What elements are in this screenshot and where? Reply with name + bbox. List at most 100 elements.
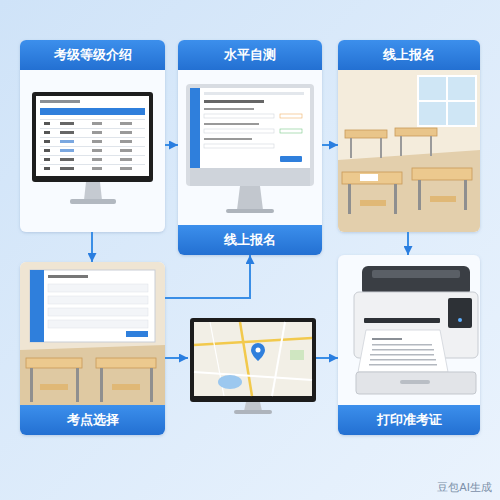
step-panel: 打印准考证: [338, 255, 480, 435]
classroom-screen-picture-part: [30, 368, 33, 402]
monitor-table-part: [40, 137, 145, 138]
classroom-screen-picture-part: [26, 358, 82, 368]
monitor-table: [32, 92, 153, 204]
monitor-table-part: [44, 167, 50, 170]
classroom-screen-picture-part: [48, 284, 148, 292]
step-panel: 考级等级介绍: [20, 40, 165, 232]
classroom-picture-part: [350, 138, 352, 158]
monitor-table-part: [60, 131, 74, 134]
monitor-form-part: [204, 108, 254, 110]
monitor-table-part: [120, 158, 132, 161]
classroom-picture-part: [430, 196, 456, 202]
classroom-picture-part: [418, 180, 421, 210]
watermark: 豆包AI生成: [437, 480, 492, 495]
classroom-screen-picture-part: [30, 270, 44, 342]
classroom-picture-part: [418, 76, 476, 126]
monitor-table-part: [40, 164, 145, 165]
classroom-picture-part: [430, 136, 432, 156]
monitor-table-part: [44, 131, 50, 134]
monitor-table-part: [92, 158, 102, 161]
printer-picture-part: [358, 330, 448, 372]
classroom-picture-part: [338, 60, 480, 232]
monitor-map-part: [251, 343, 265, 361]
screen-node: [188, 315, 316, 415]
panel-grounds-part: [20, 40, 165, 232]
monitor-table-part: [60, 140, 74, 143]
monitor-table-part: [70, 199, 116, 204]
flow-arrow: [316, 357, 338, 359]
step-title: 考点选择: [20, 405, 165, 435]
monitor-table-part: [36, 96, 149, 176]
panel-grounds-part: [20, 262, 165, 435]
classroom-screen-picture-part: [30, 270, 155, 342]
printer-picture-part: [372, 270, 460, 278]
step-panel: 线上报名: [338, 40, 480, 232]
classroom-picture-part: [348, 184, 351, 214]
classroom-screen-picture-part: [48, 296, 148, 304]
flow-arrow: [407, 232, 409, 255]
monitor-table-part: [120, 122, 132, 125]
monitor-map-part: [190, 318, 316, 402]
classroom-screen-picture-part: [20, 262, 165, 422]
classroom-screen-picture: [20, 262, 165, 422]
monitor-table-part: [40, 100, 80, 103]
monitor-form-part: [204, 92, 304, 95]
classroom-picture-part: [395, 128, 437, 136]
monitor-table-part: [40, 155, 145, 156]
monitor-table-part: [120, 167, 132, 170]
action-band: 线上报名: [178, 225, 322, 255]
monitor-form-part: [204, 144, 274, 148]
classroom-picture-part: [345, 130, 387, 138]
panel-grounds-part: [338, 40, 480, 232]
classroom-picture-part: [360, 174, 378, 181]
classroom-screen-picture-part: [100, 368, 103, 402]
monitor-table-part: [32, 92, 153, 182]
classroom-screen-picture-part: [48, 308, 148, 316]
classroom-picture-part: [360, 200, 386, 206]
printer-picture-part: [356, 372, 476, 394]
classroom-picture-part: [418, 100, 476, 102]
monitor-form-part: [280, 129, 302, 133]
printer-picture-part: [372, 338, 402, 340]
flow-arrow: [165, 144, 178, 146]
monitor-map-part: [272, 322, 285, 396]
monitor-table-part: [92, 149, 102, 152]
step-title: 打印准考证: [338, 405, 480, 435]
monitor-map-part: [244, 402, 262, 411]
step-panel: 考点选择: [20, 262, 165, 435]
monitor-map: [190, 318, 316, 414]
classroom-picture-part: [342, 172, 402, 184]
printer-picture-part: [448, 298, 472, 328]
flow-arrow: [165, 357, 188, 359]
monitor-table-part: [40, 108, 145, 115]
classroom-screen-picture-part: [126, 331, 148, 337]
classroom-picture-part: [464, 180, 467, 210]
monitor-map-part: [240, 322, 252, 396]
monitor-form: [186, 84, 314, 213]
monitor-map-part: [234, 410, 272, 414]
panel-grounds: [20, 40, 480, 435]
printer-picture-part: [370, 359, 436, 361]
monitor-table-part: [120, 140, 132, 143]
monitor-form-part: [186, 84, 314, 186]
monitor-table-part: [40, 146, 145, 147]
monitor-form-part: [204, 129, 274, 133]
monitor-table-part: [92, 140, 102, 143]
monitor-table-part: [92, 167, 102, 170]
monitor-form-part: [190, 88, 310, 168]
step-title: 考级等级介绍: [20, 40, 165, 70]
monitor-map-part: [290, 350, 304, 360]
monitor-table-part: [44, 122, 50, 125]
monitor-table-part: [44, 140, 50, 143]
monitor-form-part: [280, 156, 302, 162]
classroom-picture-part: [338, 150, 480, 232]
monitor-table-part: [44, 158, 50, 161]
printer-picture-part: [458, 318, 462, 322]
monitor-form-part: [280, 114, 302, 118]
monitor-form-part: [204, 114, 274, 118]
monitor-map-part: [194, 322, 312, 396]
monitor-map-part: [194, 338, 312, 345]
